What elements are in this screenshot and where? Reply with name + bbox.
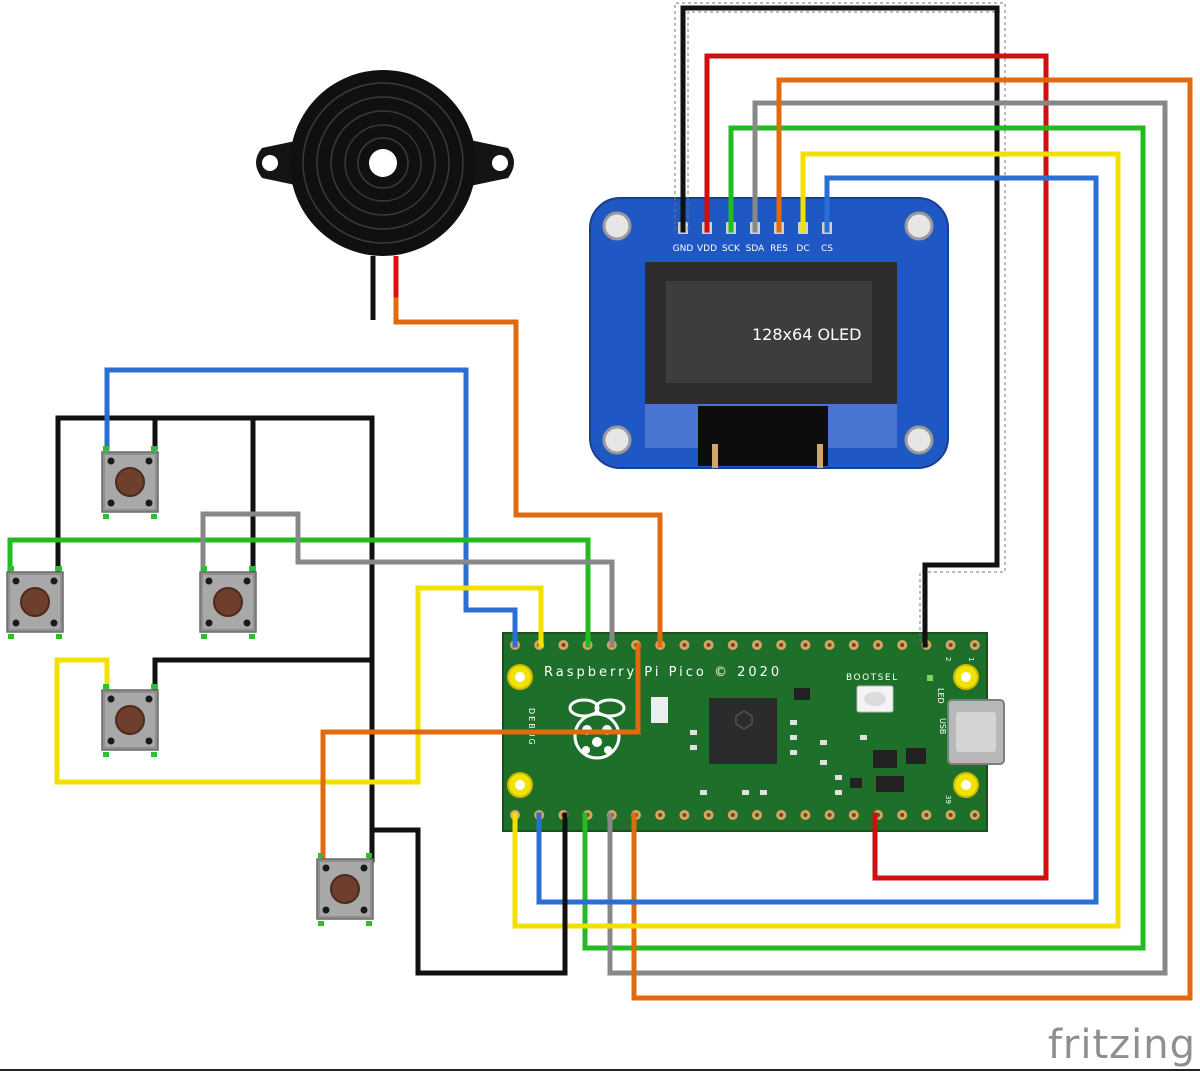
smd-component	[835, 790, 842, 795]
smd-component	[820, 740, 827, 745]
oled-screen-label: 128x64 OLED	[752, 325, 861, 344]
smd-component	[835, 775, 842, 780]
wire-gnd-black	[680, 5, 1000, 648]
button-cap	[330, 874, 360, 904]
wire-cs-blue	[536, 175, 1099, 905]
smd-component	[820, 760, 827, 765]
bottom-border	[0, 1069, 1200, 1071]
ground-net-highlight	[674, 2, 1006, 645]
smd-component	[690, 745, 697, 750]
oled-pin-label: SCK	[722, 244, 741, 254]
wire-buzzer-orange	[393, 297, 663, 648]
pico-title: Raspberry Pi Pico © 2020	[544, 665, 782, 680]
button-cap	[20, 587, 50, 617]
push-button	[199, 566, 257, 639]
smd-component	[742, 790, 749, 795]
wire-res-orange	[631, 77, 1193, 1001]
pico-smd-parts	[690, 720, 867, 795]
oled-pin-label: GND	[673, 244, 694, 254]
push-button	[316, 853, 374, 926]
wire-button-yellow	[54, 585, 544, 785]
oled-pin-label: DC	[796, 244, 809, 254]
pin39-label: 39	[944, 795, 952, 804]
wire-button-gray	[200, 511, 615, 648]
led-indicator	[927, 675, 933, 681]
button-cap	[115, 705, 145, 735]
smd-component	[860, 735, 867, 740]
push-button	[6, 566, 64, 639]
oled-screen	[666, 281, 872, 383]
wires	[7, 2, 1193, 1001]
wire-vdd-red	[704, 53, 1049, 881]
rp2040-chip	[709, 698, 777, 764]
mount-hole	[904, 425, 934, 455]
push-button	[101, 684, 159, 757]
mount-hole	[602, 211, 632, 241]
oled-pin-label: VDD	[697, 244, 717, 254]
button-cap	[115, 467, 145, 497]
voltage-regulator	[873, 750, 897, 768]
wire-ground-rail	[55, 415, 568, 976]
led-label: LED	[936, 688, 945, 704]
ribbon-cable	[698, 406, 828, 466]
fritzing-logo: fritzing	[1047, 1022, 1196, 1068]
wire-button-orange	[320, 642, 641, 863]
wire-dc-yellow	[512, 151, 1121, 929]
usb-label: USB	[938, 718, 947, 734]
flash-chip	[651, 697, 668, 723]
smd-component	[690, 730, 697, 735]
debug-label: DEBUG	[527, 708, 536, 747]
smd-component	[760, 790, 767, 795]
push-button	[101, 446, 159, 519]
mount-hole	[904, 211, 934, 241]
piezo-buzzer	[256, 70, 514, 320]
mount-hole	[602, 425, 632, 455]
smd-component	[700, 790, 707, 795]
pin2-label: 2	[944, 657, 952, 661]
pin1-label: 1	[967, 657, 975, 661]
oled-pin-label: SDA	[746, 244, 765, 254]
bootsel-label: BOOTSEL	[846, 673, 899, 683]
button-cap	[213, 587, 243, 617]
smd-component	[790, 750, 797, 755]
wire-button-blue	[104, 367, 518, 648]
oled-pin-label: CS	[821, 244, 833, 254]
push-buttons	[6, 446, 374, 926]
smd-component	[790, 720, 797, 725]
oled-pin-label: RES	[770, 244, 788, 254]
wire-sda-gray	[607, 100, 1168, 976]
smd-component	[790, 735, 797, 740]
